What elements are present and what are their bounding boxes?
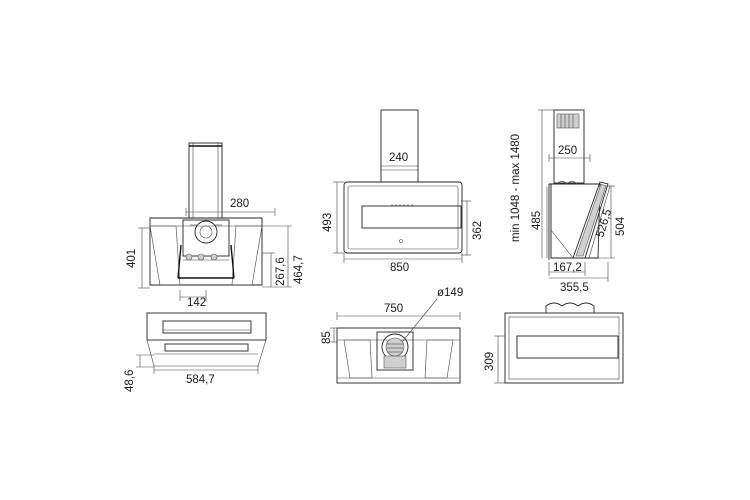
dim-front-open-total: 464,7 xyxy=(293,255,305,284)
dim-bottom-left-width: 584,7 xyxy=(186,374,215,386)
dim-side-range: min 1048 - max 1480 xyxy=(510,134,522,242)
dim-front-chimney: 240 xyxy=(389,152,408,164)
dim-side-chimney: 250 xyxy=(558,145,577,157)
bottom-left-view xyxy=(136,312,267,374)
dim-side-height: 485 xyxy=(531,211,543,230)
dim-front-open-lower: 267,6 xyxy=(275,257,287,286)
top-view xyxy=(330,298,461,384)
dim-front-open-width: 280 xyxy=(230,198,249,210)
dim-front-open-bottom: 142 xyxy=(187,297,206,309)
dim-top-width: 750 xyxy=(384,303,403,315)
bottom-right-view xyxy=(494,302,624,384)
dim-top-diameter: ø149 xyxy=(437,287,463,299)
front-view xyxy=(333,109,471,263)
dim-front-panel: 362 xyxy=(472,221,484,240)
dim-front-height: 493 xyxy=(322,213,334,232)
side-view xyxy=(538,109,615,282)
dim-top-depth: 85 xyxy=(321,331,333,344)
dim-front-width: 850 xyxy=(390,262,409,274)
front-open-view xyxy=(138,142,292,301)
dim-bottom-right-height: 309 xyxy=(484,352,496,371)
dim-front-open-height: 401 xyxy=(126,249,138,268)
dim-side-depth: 355,5 xyxy=(560,282,589,294)
dim-bottom-left-height: 48,6 xyxy=(124,370,136,392)
dim-side-total: 504 xyxy=(615,216,627,236)
dim-side-inner: 167,2 xyxy=(553,262,582,274)
